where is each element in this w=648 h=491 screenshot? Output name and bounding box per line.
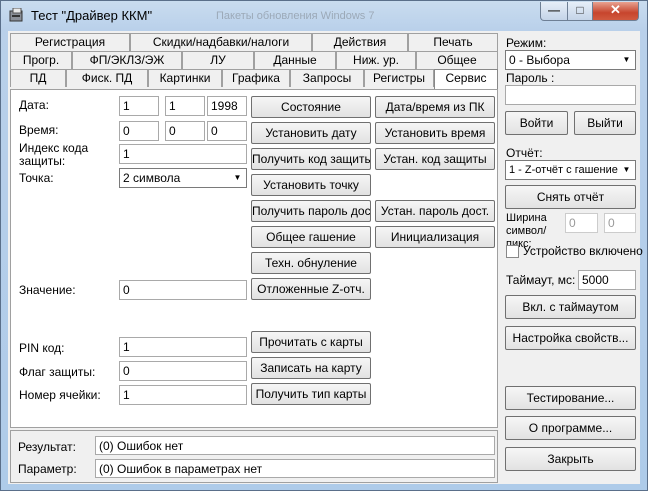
tab-service[interactable]: Сервис bbox=[434, 69, 498, 89]
get-password-button[interactable]: Получить пароль дост. bbox=[251, 200, 371, 222]
chevron-down-icon[interactable]: ▼ bbox=[233, 173, 242, 182]
close-window-button[interactable]: ✕ bbox=[592, 2, 639, 21]
value-label: Значение: bbox=[19, 283, 76, 297]
enable-timeout-button[interactable]: Вкл. с таймаутом bbox=[505, 295, 636, 319]
parameter-output: (0) Ошибок в параметрах нет bbox=[95, 459, 495, 478]
time-second-input[interactable]: 0 bbox=[207, 121, 247, 141]
set-date-button[interactable]: Установить дату bbox=[251, 122, 371, 144]
password-input[interactable] bbox=[505, 85, 636, 105]
tech-reset-button[interactable]: Техн. обнуление bbox=[251, 252, 371, 274]
result-output: (0) Ошибок нет bbox=[95, 436, 495, 455]
title-bar[interactable]: Тест "Драйвер ККМ" Пакеты обновления Win… bbox=[1, 1, 647, 31]
flag-input[interactable]: 0 bbox=[119, 361, 247, 381]
app-icon bbox=[9, 8, 23, 22]
date-label: Дата: bbox=[19, 98, 49, 112]
about-button[interactable]: О программе... bbox=[505, 416, 636, 440]
tab-program[interactable]: Прогр. bbox=[10, 51, 72, 69]
tab-data[interactable]: Данные bbox=[254, 51, 336, 69]
set-point-button[interactable]: Установить точку bbox=[251, 174, 371, 196]
mode-label: Режим: bbox=[506, 36, 547, 50]
status-panel: Результат: (0) Ошибок нет Параметр: (0) … bbox=[10, 430, 498, 483]
report-select-value: 1 - Z-отчёт с гашение bbox=[509, 164, 618, 176]
tab-fisk-pd[interactable]: Фиск. ПД bbox=[66, 69, 148, 87]
device-on-checkbox[interactable] bbox=[506, 245, 519, 258]
settings-button[interactable]: Настройка свойств... bbox=[505, 326, 636, 350]
tab-print[interactable]: Печать bbox=[408, 33, 498, 51]
tab-low-level[interactable]: Ниж. ур. bbox=[336, 51, 416, 69]
tab-registration[interactable]: Регистрация bbox=[10, 33, 130, 51]
result-label: Результат: bbox=[18, 440, 76, 454]
tab-lu[interactable]: ЛУ bbox=[182, 51, 254, 69]
state-button[interactable]: Состояние bbox=[251, 96, 371, 118]
mode-select-value: 0 - Выбора bbox=[509, 53, 570, 67]
date-day-input[interactable]: 1 bbox=[119, 96, 159, 116]
width-symbols-input: 0 bbox=[565, 213, 598, 233]
service-panel: Дата: 1 1 1998 Время: 0 0 0 Индекс кода … bbox=[10, 89, 498, 428]
general-clear-button[interactable]: Общее гашение bbox=[251, 226, 371, 248]
report-select[interactable]: 1 - Z-отчёт с гашение ▼ bbox=[505, 160, 636, 180]
pin-input[interactable]: 1 bbox=[119, 337, 247, 357]
pin-label: PIN код: bbox=[19, 341, 65, 355]
point-label: Точка: bbox=[19, 171, 54, 185]
close-button[interactable]: Закрыть bbox=[505, 447, 636, 471]
chevron-down-icon[interactable]: ▼ bbox=[622, 55, 631, 64]
date-year-input[interactable]: 1998 bbox=[207, 96, 247, 116]
get-protection-code-button[interactable]: Получить код защиты bbox=[251, 148, 371, 170]
testing-button[interactable]: Тестирование... bbox=[505, 386, 636, 410]
time-hour-input[interactable]: 0 bbox=[119, 121, 159, 141]
background-window-title: Пакеты обновления Windows 7 bbox=[216, 10, 375, 22]
chevron-down-icon[interactable]: ▼ bbox=[622, 165, 631, 174]
mode-select[interactable]: 0 - Выбора ▼ bbox=[505, 50, 636, 70]
tab-actions[interactable]: Действия bbox=[312, 33, 408, 51]
password-label: Пароль : bbox=[506, 71, 555, 85]
client-area: Регистрация Скидки/надбавки/налоги Дейст… bbox=[8, 31, 643, 484]
tab-pd[interactable]: ПД bbox=[10, 69, 66, 87]
tab-requests[interactable]: Запросы bbox=[290, 69, 364, 87]
tab-discounts[interactable]: Скидки/надбавки/налоги bbox=[130, 33, 312, 51]
login-button[interactable]: Войти bbox=[505, 111, 568, 135]
tab-graphics[interactable]: Графика bbox=[222, 69, 290, 87]
date-month-input[interactable]: 1 bbox=[165, 96, 205, 116]
timeout-label: Таймаут, мс: bbox=[506, 273, 576, 287]
tab-fp-eklz[interactable]: ФП/ЭКЛЗ/ЭЖ bbox=[72, 51, 182, 69]
time-minute-input[interactable]: 0 bbox=[165, 121, 205, 141]
deferred-z-report-button[interactable]: Отложенные Z-отч. bbox=[251, 278, 371, 300]
write-card-button[interactable]: Записать на карту bbox=[251, 357, 371, 379]
parameter-label: Параметр: bbox=[18, 462, 77, 476]
tab-general[interactable]: Общее bbox=[416, 51, 498, 69]
cell-number-label: Номер ячейки: bbox=[19, 388, 101, 402]
tab-pictures[interactable]: Картинки bbox=[148, 69, 222, 87]
device-on-label: Устройство включено bbox=[523, 244, 643, 258]
set-password-button[interactable]: Устан. пароль дост. bbox=[375, 200, 495, 222]
logout-button[interactable]: Выйти bbox=[574, 111, 636, 135]
value-input[interactable]: 0 bbox=[119, 280, 247, 300]
report-label: Отчёт: bbox=[506, 146, 543, 160]
protection-index-input[interactable]: 1 bbox=[119, 144, 247, 164]
date-from-pc-button[interactable]: Дата/время из ПК bbox=[375, 96, 495, 118]
protection-index-label: Индекс кода защиты: bbox=[19, 141, 89, 168]
tab-registers[interactable]: Регистры bbox=[364, 69, 434, 87]
width-pixels-input: 0 bbox=[604, 213, 636, 233]
window-title: Тест "Драйвер ККМ" bbox=[31, 8, 153, 23]
card-type-button[interactable]: Получить тип карты bbox=[251, 383, 371, 405]
set-protection-code-button[interactable]: Устан. код защиты bbox=[375, 148, 495, 170]
take-report-button[interactable]: Снять отчёт bbox=[505, 185, 636, 209]
point-select-value: 2 символа bbox=[123, 171, 181, 185]
set-time-button[interactable]: Установить время bbox=[375, 122, 495, 144]
maximize-button[interactable]: □ bbox=[567, 2, 593, 21]
read-card-button[interactable]: Прочитать с карты bbox=[251, 331, 371, 353]
point-select[interactable]: 2 символа ▼ bbox=[119, 168, 247, 188]
cell-number-input[interactable]: 1 bbox=[119, 385, 247, 405]
timeout-input[interactable]: 5000 bbox=[578, 270, 636, 290]
initialization-button[interactable]: Инициализация bbox=[375, 226, 495, 248]
flag-label: Флаг защиты: bbox=[19, 365, 96, 379]
time-label: Время: bbox=[19, 123, 59, 137]
minimize-button[interactable]: — bbox=[540, 2, 568, 21]
